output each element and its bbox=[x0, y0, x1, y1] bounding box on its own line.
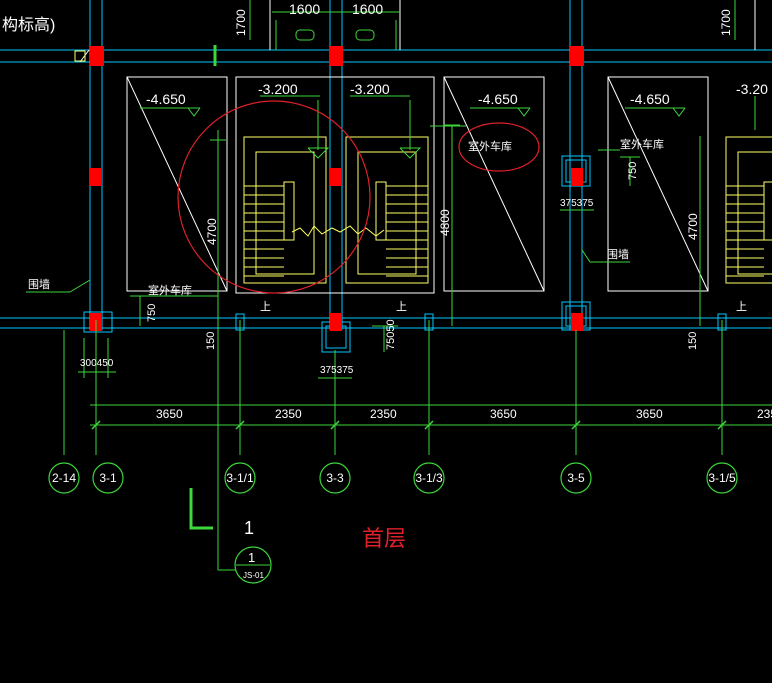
columns bbox=[90, 46, 584, 331]
dimension-lines bbox=[26, 0, 772, 571]
dim-750-b: 750 bbox=[627, 162, 639, 180]
axis-bubble-circle bbox=[413, 462, 445, 494]
axis-bubble: 3-1 bbox=[92, 462, 124, 494]
level-label-4: -4.650 bbox=[478, 91, 518, 107]
axis-bubble: 3-1/3 bbox=[413, 462, 445, 494]
axis-bubble: 3-5 bbox=[560, 462, 592, 494]
axis-bubble-circle bbox=[319, 462, 351, 494]
dim-300-450: 300450 bbox=[80, 358, 114, 369]
dim-4800: 4800 bbox=[438, 209, 452, 236]
floor-title: 首层 bbox=[362, 527, 406, 552]
axis-bubble: 3-1/5 bbox=[706, 462, 738, 494]
building-outlines bbox=[79, 0, 756, 294]
axis-bubble: 3-3 bbox=[319, 462, 351, 494]
axis-bubble-label: 3-1/3 bbox=[415, 471, 443, 485]
dim-375-375-a: 375375 bbox=[320, 365, 354, 376]
level-label-1: -4.650 bbox=[146, 91, 186, 107]
stair-up-label-1: 上 bbox=[260, 300, 271, 313]
axis-bubble-label: 3-1 bbox=[99, 471, 117, 485]
red-callout-circle bbox=[177, 100, 371, 294]
axis-bubble-label: 2-14 bbox=[52, 471, 76, 485]
axis-bubble-label: 3-5 bbox=[567, 471, 585, 485]
stair-left bbox=[243, 136, 327, 284]
wall-label-1: 围墙 bbox=[28, 277, 50, 291]
dim-1600-b: 1600 bbox=[352, 1, 383, 17]
bay-dim-2: 2350 bbox=[275, 407, 302, 421]
section-bubble bbox=[234, 546, 272, 584]
section-bubble-bottom: JS-01 bbox=[243, 571, 264, 580]
garage-label-1: 室外车库 bbox=[148, 283, 192, 297]
bay-dim-6: 235 bbox=[757, 407, 772, 421]
level-label-6: -3.20 bbox=[736, 81, 768, 97]
dim-4700-a: 4700 bbox=[205, 218, 219, 245]
bay-dim-1: 3650 bbox=[156, 407, 183, 421]
dim-750-a: 750 bbox=[146, 304, 158, 322]
wall-lines bbox=[0, 0, 772, 353]
bay-dim-3: 2350 bbox=[370, 407, 397, 421]
stair-break-line bbox=[291, 225, 385, 237]
dim-4700-b: 4700 bbox=[686, 213, 700, 240]
axis-bubble-circle bbox=[560, 462, 592, 494]
section-arrow bbox=[189, 488, 213, 530]
axis-bubble-circle bbox=[92, 462, 124, 494]
drawing-title-fragment: 构标高) bbox=[2, 16, 55, 34]
axis-bubble-circle bbox=[706, 462, 738, 494]
stair-up-label-3: 上 bbox=[736, 300, 747, 313]
dim-150-b: 150 bbox=[687, 332, 699, 350]
dim-375-375-b: 375375 bbox=[560, 198, 594, 209]
garage-label-3: 室外车库 bbox=[620, 137, 664, 151]
dim-750-50: 75050 bbox=[385, 319, 397, 350]
axis-bubble-label: 3-1/1 bbox=[226, 471, 254, 485]
red-callout-ellipse bbox=[458, 122, 540, 172]
bay-dim-4: 3650 bbox=[490, 407, 517, 421]
axis-bubble-label: 3-3 bbox=[326, 471, 344, 485]
axis-bubble-circle bbox=[48, 462, 80, 494]
dim-1600-a: 1600 bbox=[289, 1, 320, 17]
axis-bubble-circle bbox=[224, 462, 256, 494]
level-label-5: -4.650 bbox=[630, 91, 670, 107]
bay-dim-5: 3650 bbox=[636, 407, 663, 421]
dim-ticks bbox=[91, 420, 727, 430]
axis-bubbles: 2-14 3-1 3-1/1 3-3 3-1/3 3-5 3-1/5 bbox=[48, 462, 738, 494]
garage-label-2: 室外车库 bbox=[468, 139, 512, 153]
stair-far-right bbox=[725, 136, 772, 284]
dim-1700-a: 1700 bbox=[234, 9, 248, 36]
wall-label-2: 围墙 bbox=[607, 247, 629, 261]
level-label-2: -3.200 bbox=[258, 81, 298, 97]
dim-1700-b: 1700 bbox=[719, 9, 733, 36]
axis-bubble-label: 3-1/5 bbox=[708, 471, 736, 485]
stair-up-label-2: 上 bbox=[396, 300, 407, 313]
stair-right bbox=[345, 136, 429, 284]
axis-bubble: 2-14 bbox=[48, 462, 80, 494]
level-label-3: -3.200 bbox=[350, 81, 390, 97]
dim-150-a: 150 bbox=[205, 332, 217, 350]
level-markers bbox=[187, 107, 686, 159]
yellow-marker bbox=[74, 50, 86, 62]
section-bubble-top: 1 bbox=[248, 550, 255, 565]
axis-bubble: 3-1/1 bbox=[224, 462, 256, 494]
section-number: 1 bbox=[244, 518, 254, 538]
